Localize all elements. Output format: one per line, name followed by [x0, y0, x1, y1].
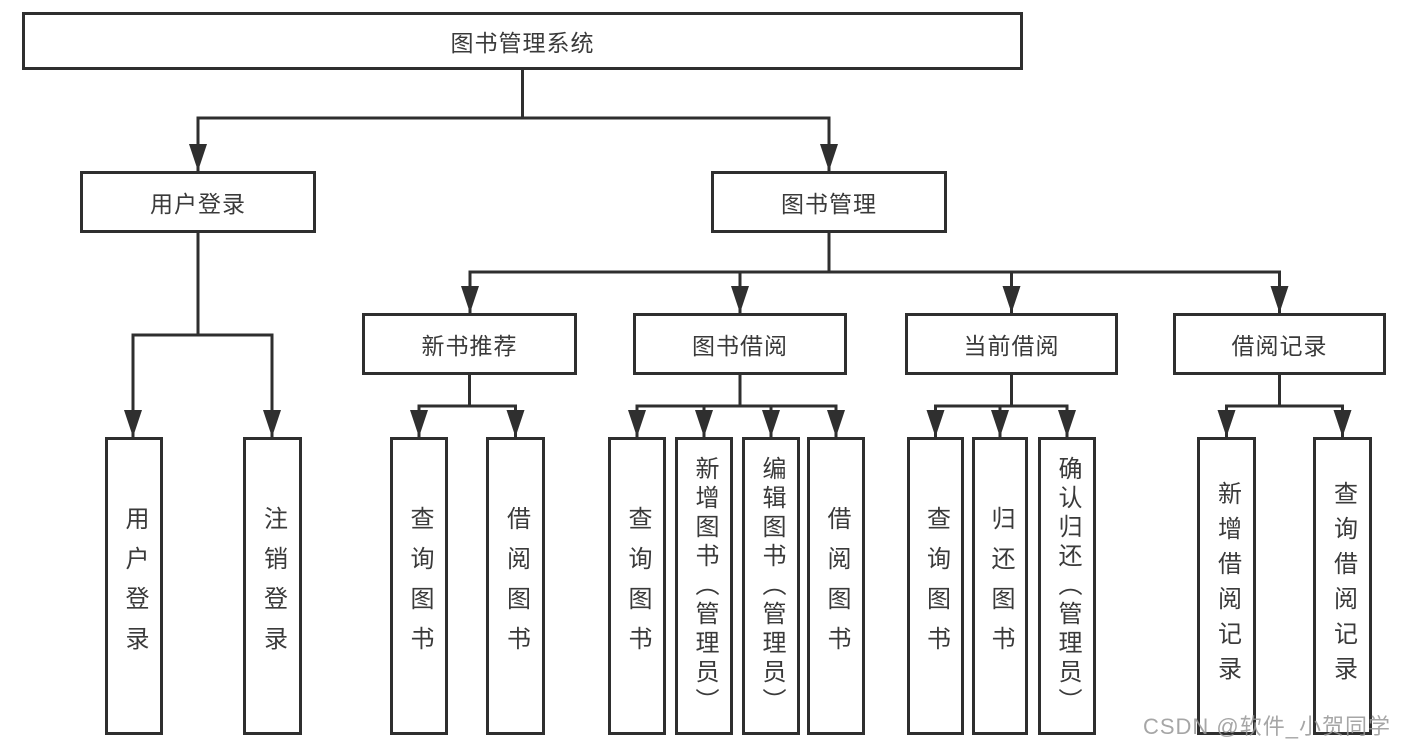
leaf-logout: 注销登录 — [243, 437, 302, 735]
leaf-user-login: 用户登录 — [105, 437, 163, 735]
leaf-confirm-return-admin: 确认归还（管理员） — [1038, 437, 1096, 735]
node-user-login: 用户登录 — [80, 171, 316, 233]
leaf-add-borrow-record: 新增借阅记录 — [1197, 437, 1256, 735]
leaf-query-books-newbook: 查询图书 — [390, 437, 448, 735]
node-borrowing-records: 借阅记录 — [1173, 313, 1386, 375]
node-book-borrowing: 图书借阅 — [633, 313, 847, 375]
leaf-query-borrow-record: 查询借阅记录 — [1313, 437, 1372, 735]
leaf-add-book-admin: 新增图书（管理员） — [675, 437, 733, 735]
csdn-watermark: CSDN @软件_小贺同学 — [1142, 714, 1391, 739]
leaf-query-books-borrowing: 查询图书 — [608, 437, 666, 735]
node-library-management-system: 图书管理系统 — [22, 12, 1023, 70]
leaf-edit-book-admin: 编辑图书（管理员） — [742, 437, 800, 735]
leaf-return-book: 归还图书 — [972, 437, 1028, 735]
leaf-borrow-books-borrowing: 借阅图书 — [807, 437, 865, 735]
leaf-borrow-books-newbook: 借阅图书 — [486, 437, 545, 735]
leaf-query-books-current: 查询图书 — [907, 437, 964, 735]
node-current-borrowing: 当前借阅 — [905, 313, 1118, 375]
node-book-management: 图书管理 — [711, 171, 947, 233]
node-new-book-recommendation: 新书推荐 — [362, 313, 577, 375]
